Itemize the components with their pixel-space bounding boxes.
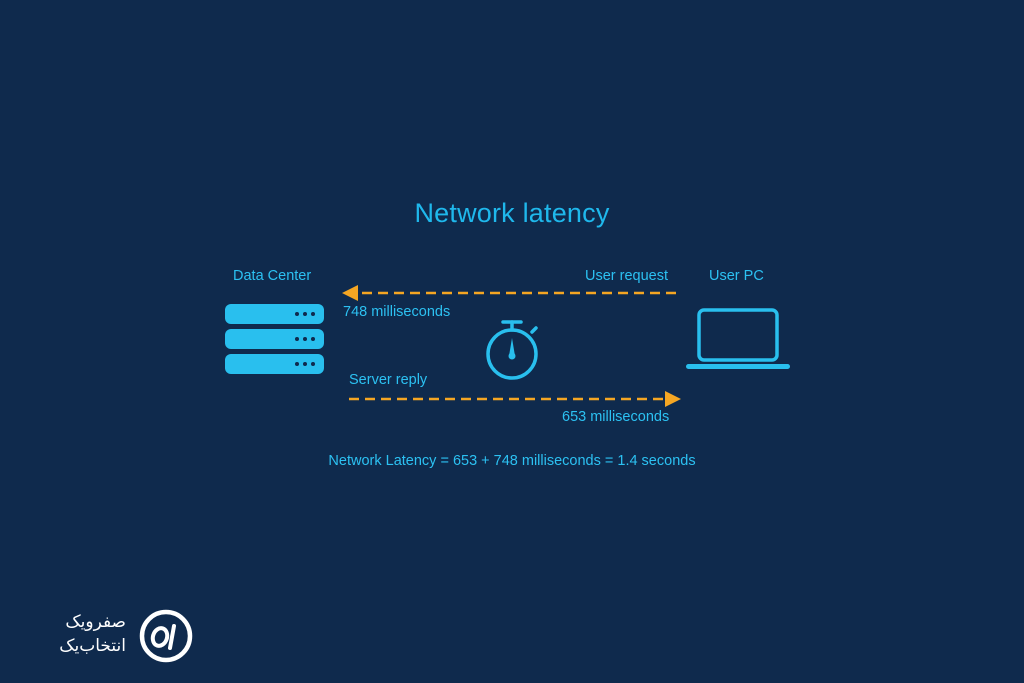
server-icon	[225, 304, 324, 374]
data-center-label: Data Center	[233, 268, 312, 284]
request-time-label: 748 milliseconds	[343, 304, 451, 320]
stopwatch-icon	[486, 320, 538, 380]
reply-time-label: 653 milliseconds	[562, 409, 670, 425]
laptop-icon	[686, 308, 790, 369]
user-request-label: User request	[585, 268, 669, 284]
brand-line-2: انتخاب‌یک	[59, 636, 126, 656]
latency-formula: Network Latency = 653 + 748 milliseconds…	[328, 453, 696, 469]
user-pc-label: User PC	[709, 268, 764, 284]
server-reply-label: Server reply	[349, 372, 428, 388]
brand-name: صفرویک انتخاب‌یک	[59, 610, 126, 658]
request-arrow	[342, 285, 676, 301]
reply-arrow	[349, 391, 681, 407]
logo-mark-icon	[139, 609, 193, 663]
brand-logo: صفرویک انتخاب‌یک	[26, 606, 196, 666]
diagram-title: Network latency	[414, 198, 610, 228]
brand-line-1: صفرویک	[65, 612, 126, 632]
